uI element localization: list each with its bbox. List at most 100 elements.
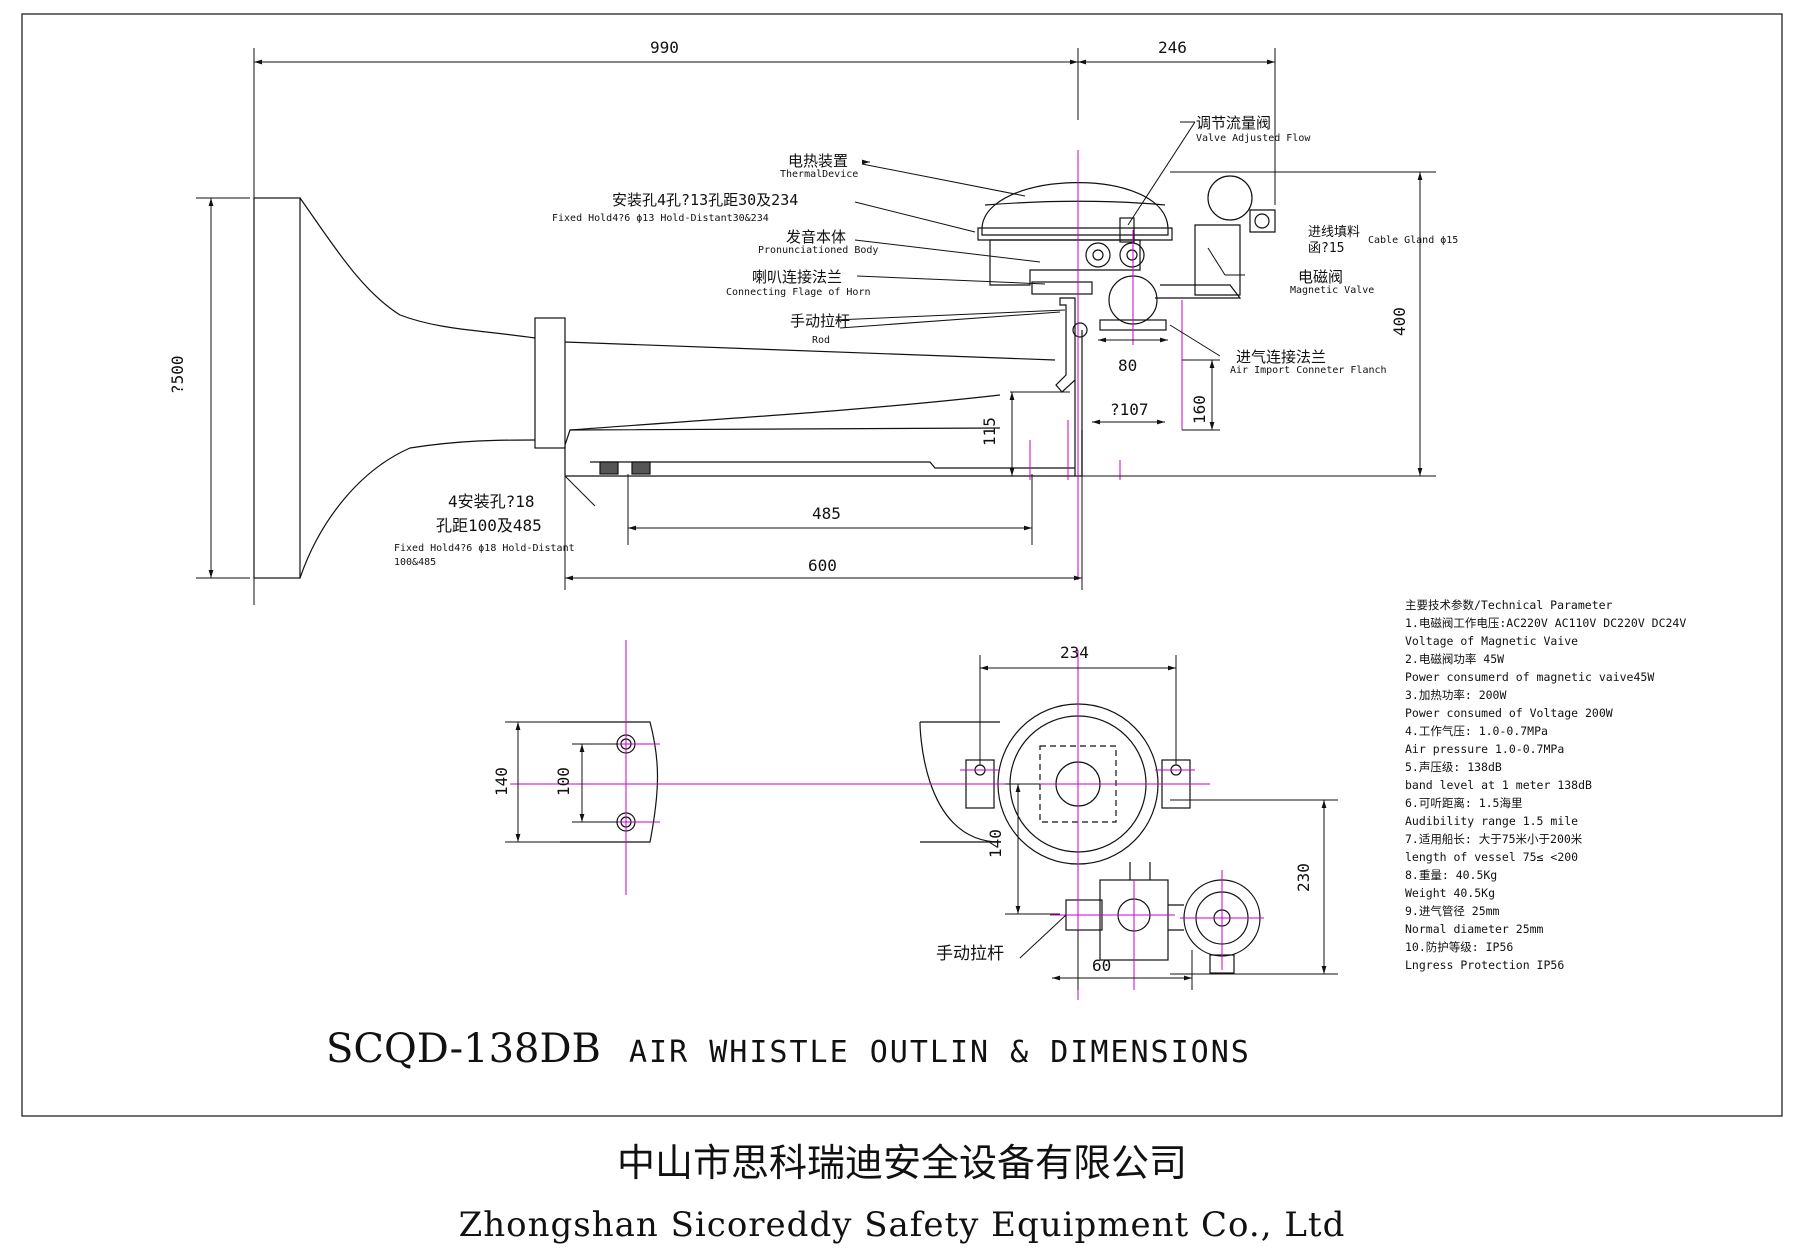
label-rod-en: Rod xyxy=(812,335,831,346)
param-line: 8.重量: 40.5Kg xyxy=(1405,868,1498,882)
param-line: 4.工作气压: 1.0-0.7MPa xyxy=(1405,724,1548,738)
base-foot-1 xyxy=(599,461,619,475)
label-base-holes-cn2: 孔距100及485 xyxy=(436,516,542,535)
param-line: Audibility range 1.5 mile xyxy=(1405,814,1579,828)
label-body-en: Pronunciationed Body xyxy=(758,245,879,256)
label-base-holes-cn1: 4安装孔?18 xyxy=(448,492,535,511)
label-valve-cn: 调节流量阀 xyxy=(1196,114,1272,132)
company-name-cn: 中山市思科瑞迪安全设备有限公司 xyxy=(616,1141,1187,1185)
label-magnetic-cn: 电磁阀 xyxy=(1298,268,1344,286)
plan-pipe xyxy=(1129,862,1184,931)
label-air-en: Air Import Conneter Flanch xyxy=(1230,365,1387,376)
label-holes-en: Fixed Hold4?6 ϕ13 Hold-Distant30&234 xyxy=(552,213,769,224)
dim-60: 60 xyxy=(1092,956,1112,975)
label-holes-cn: 安装孔4孔?13孔距30及234 xyxy=(612,191,799,209)
support-post xyxy=(1074,330,1083,476)
center-lines-plan xyxy=(510,640,1264,1000)
magnetic-valve-body xyxy=(1194,224,1241,296)
plan-tube xyxy=(560,721,659,843)
label-air-cn: 进气连接法兰 xyxy=(1236,348,1327,366)
label-flange-cn: 喇叭连接法兰 xyxy=(752,268,843,286)
label-body-cn: 发音本体 xyxy=(786,228,847,246)
horn-mouth xyxy=(253,197,301,579)
dim-500: ?500 xyxy=(168,355,187,394)
side-view xyxy=(253,175,1276,579)
dim-246: 246 xyxy=(1158,38,1187,57)
horn-flange xyxy=(534,317,566,449)
dim-115: 115 xyxy=(980,417,999,446)
param-line: 5.声压级: 138dB xyxy=(1405,760,1502,774)
dim-234: 234 xyxy=(1060,643,1089,662)
rod-pivot xyxy=(1072,322,1088,338)
param-line: 6.可听距离: 1.5海里 xyxy=(1405,796,1523,810)
thermal-band xyxy=(984,200,1166,206)
param-line: 3.加热功率: 200W xyxy=(1405,688,1507,702)
label-thermal-en: ThermalDevice xyxy=(780,169,859,180)
param-line: 1.电磁阀工作电压:AC220V AC110V DC220V DC24V xyxy=(1405,616,1687,630)
param-line: 10.防护等级: IP56 xyxy=(1405,940,1514,954)
horn-connect-flange xyxy=(1031,281,1093,295)
dim-107: ?107 xyxy=(1110,400,1149,419)
param-line: band level at 1 meter 138dB xyxy=(1405,778,1592,792)
dimension-lines-side xyxy=(196,48,1436,605)
param-line: Air pressure 1.0-0.7MPa xyxy=(1405,742,1565,756)
label-flange-en: Connecting Flage of Horn xyxy=(726,287,871,298)
dim-485: 485 xyxy=(812,504,841,523)
plan-view xyxy=(560,703,1261,974)
body-port-1-inner xyxy=(1092,249,1104,261)
param-line: Lngress Protection IP56 xyxy=(1405,958,1565,972)
cable-gland-nut xyxy=(1254,213,1270,229)
center-lines-side xyxy=(1029,150,1183,580)
param-line: 7.适用船长: 大于75米小于200米 xyxy=(1405,832,1583,846)
technical-parameters: 主要技术参数/Technical Parameter 1.电磁阀工作电压:AC2… xyxy=(1405,596,1785,974)
label-base-holes-en2: 100&485 xyxy=(394,557,437,568)
drawing-title: SCQD-138DB AIR WHISTLE OUTLIN & DIMENSION… xyxy=(326,1026,1251,1072)
dim-80: 80 xyxy=(1118,356,1138,375)
dim-140-left: 140 xyxy=(492,767,511,796)
param-line: 9.进气管径 25mm xyxy=(1405,904,1500,918)
body-port-2 xyxy=(1119,242,1145,268)
dim-100: 100 xyxy=(554,767,573,796)
dim-400: 400 xyxy=(1390,307,1409,336)
dimension-lines-plan xyxy=(505,655,1338,990)
param-line: Power consumed of Voltage 200W xyxy=(1405,706,1613,720)
thermal-housing xyxy=(981,182,1169,236)
label-gland-en: Cable Gland ϕ15 xyxy=(1368,235,1459,246)
param-line: Voltage of Magnetic Vaive xyxy=(1405,634,1579,648)
param-line: length of vessel 75≤ <200 xyxy=(1405,850,1579,864)
dim-230: 230 xyxy=(1294,863,1313,892)
cable-gland xyxy=(1249,209,1276,233)
company-name-en: Zhongshan Sicoreddy Safety Equipment Co.… xyxy=(458,1205,1346,1245)
body-mount xyxy=(977,227,1173,241)
param-line: Power consumerd of magnetic vaive45W xyxy=(1405,670,1655,684)
title-description: AIR WHISTLE OUTLIN & DIMENSIONS xyxy=(628,1035,1251,1070)
plan-tube-right xyxy=(919,721,1001,843)
label-plan-rod: 手动拉杆 xyxy=(936,944,1004,964)
label-base-holes-en1: Fixed Hold4?6 ϕ18 Hold-Distant xyxy=(394,543,575,554)
label-valve-en: Valve Adjusted Flow xyxy=(1196,133,1311,144)
magnetic-valve-pipe xyxy=(1155,284,1242,299)
label-thermal-cn: 电热装置 xyxy=(788,152,849,170)
leader-lines xyxy=(564,121,1245,507)
solenoid-head xyxy=(1207,175,1253,221)
param-line: 2.电磁阀功率 45W xyxy=(1405,652,1505,666)
body-port-2-inner xyxy=(1126,249,1138,261)
label-rod-cn: 手动拉杆 xyxy=(790,312,851,330)
dim-160: 160 xyxy=(1190,395,1209,424)
base-foot-2 xyxy=(631,461,651,475)
dim-990: 990 xyxy=(650,38,679,57)
label-gland-cn1: 进线填料 xyxy=(1308,225,1361,240)
dim-600: 600 xyxy=(808,556,837,575)
dim-140-right: 140 xyxy=(986,829,1005,858)
label-magnetic-en: Magnetic Valve xyxy=(1290,285,1375,296)
param-line: Normal diameter 25mm xyxy=(1405,922,1544,936)
label-gland-cn2: 函?15 xyxy=(1308,241,1345,256)
param-line: Weight 40.5Kg xyxy=(1405,886,1496,900)
flow-valve-stem xyxy=(1119,217,1135,243)
body-port-1 xyxy=(1085,242,1111,268)
model-number: SCQD-138DB xyxy=(326,1026,601,1072)
base-plate-lower xyxy=(590,461,1075,469)
param-line: 主要技术参数/Technical Parameter xyxy=(1405,598,1613,612)
sound-body xyxy=(989,239,1141,286)
